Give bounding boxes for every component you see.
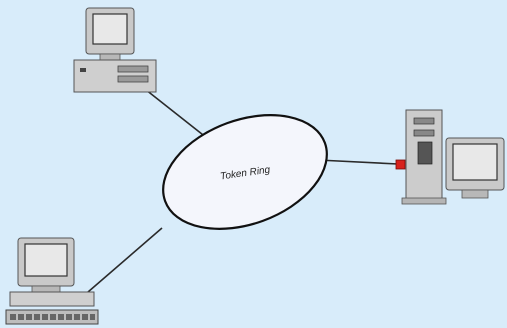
desktop-computer-bottom-left	[5, 237, 99, 325]
tower-drive-1	[413, 117, 435, 125]
token-ring-ellipse	[162, 114, 328, 230]
link-right-computer	[317, 159, 399, 165]
system-unit	[73, 59, 157, 93]
system-unit	[9, 291, 95, 307]
monitor-stand	[461, 189, 489, 199]
tower-computer-right	[395, 109, 505, 205]
monitor-screen	[24, 243, 68, 277]
token-ring-node: Token Ring	[162, 114, 328, 230]
tower-panel	[417, 141, 433, 165]
drive-bay	[117, 65, 149, 73]
power-light	[80, 68, 86, 72]
network-connector	[395, 159, 406, 170]
link-bottom-computer	[87, 227, 163, 293]
monitor-screen	[92, 13, 128, 45]
monitor-screen	[452, 143, 498, 181]
monitor-stand	[31, 285, 61, 293]
monitor-stand	[99, 53, 121, 61]
drive-bay-2	[117, 75, 149, 83]
tower-drive-2	[413, 129, 435, 137]
tower-base	[401, 197, 447, 205]
keyboard-keys	[10, 314, 95, 320]
desktop-computer-top	[73, 7, 157, 93]
